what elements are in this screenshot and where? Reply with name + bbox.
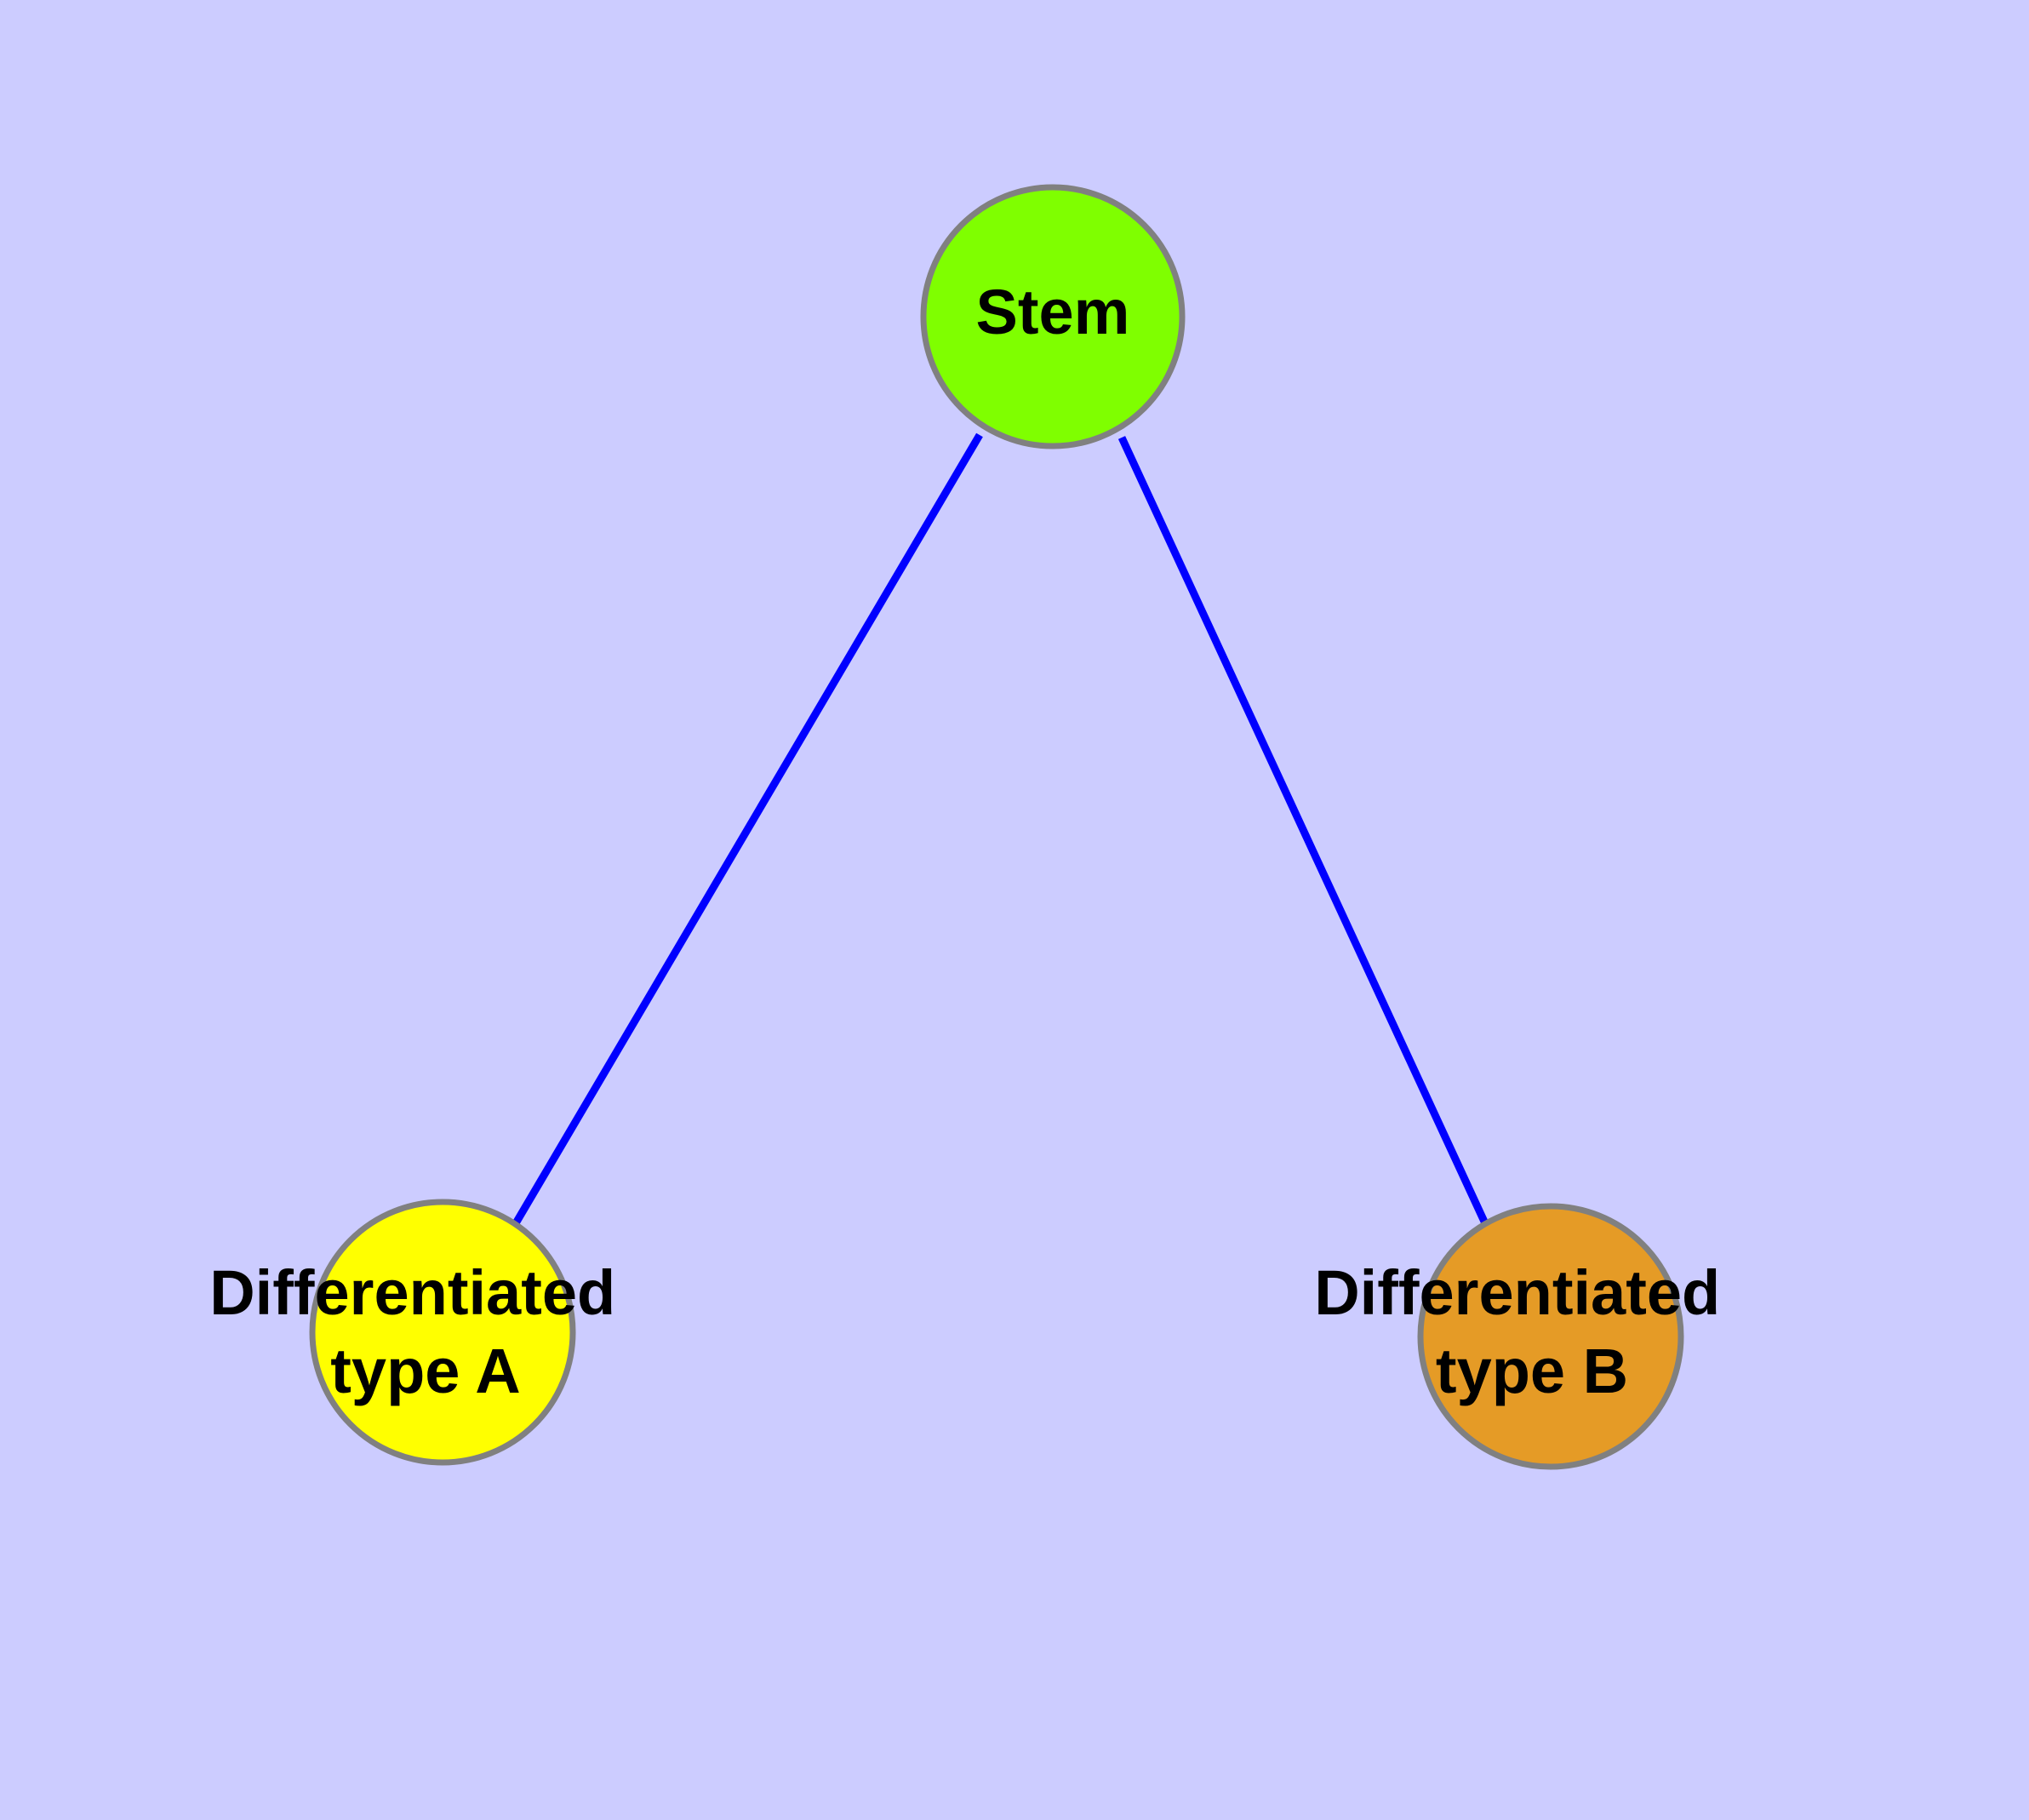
node-diff-a-label: Differentiated type A [209, 1257, 633, 1406]
node-stem[interactable]: Stem [920, 184, 1186, 449]
node-stem-label: Stem [976, 277, 1130, 347]
node-diff-b-circle[interactable] [1417, 1203, 1684, 1470]
edge-layer [512, 432, 1489, 1226]
node-stem-circle[interactable] [920, 184, 1186, 449]
node-diff-b[interactable]: Differentiated type B [1314, 1203, 1738, 1470]
edge-stem-to-diff-a[interactable] [512, 432, 983, 1226]
node-diff-b-label-line-2: type B [1436, 1336, 1628, 1406]
node-diff-a[interactable]: Differentiated type A [209, 1199, 633, 1466]
node-diff-a-label-line-2: type A [330, 1336, 520, 1406]
edge-stem-to-diff-b[interactable] [1117, 436, 1489, 1223]
node-diff-b-label: Differentiated type B [1314, 1257, 1738, 1406]
node-diff-a-label-line-1: Differentiated [209, 1257, 615, 1328]
node-stem-label-line-1: Stem [976, 277, 1130, 347]
node-diff-a-circle[interactable] [309, 1199, 576, 1466]
node-diff-b-label-line-1: Differentiated [1314, 1257, 1720, 1328]
